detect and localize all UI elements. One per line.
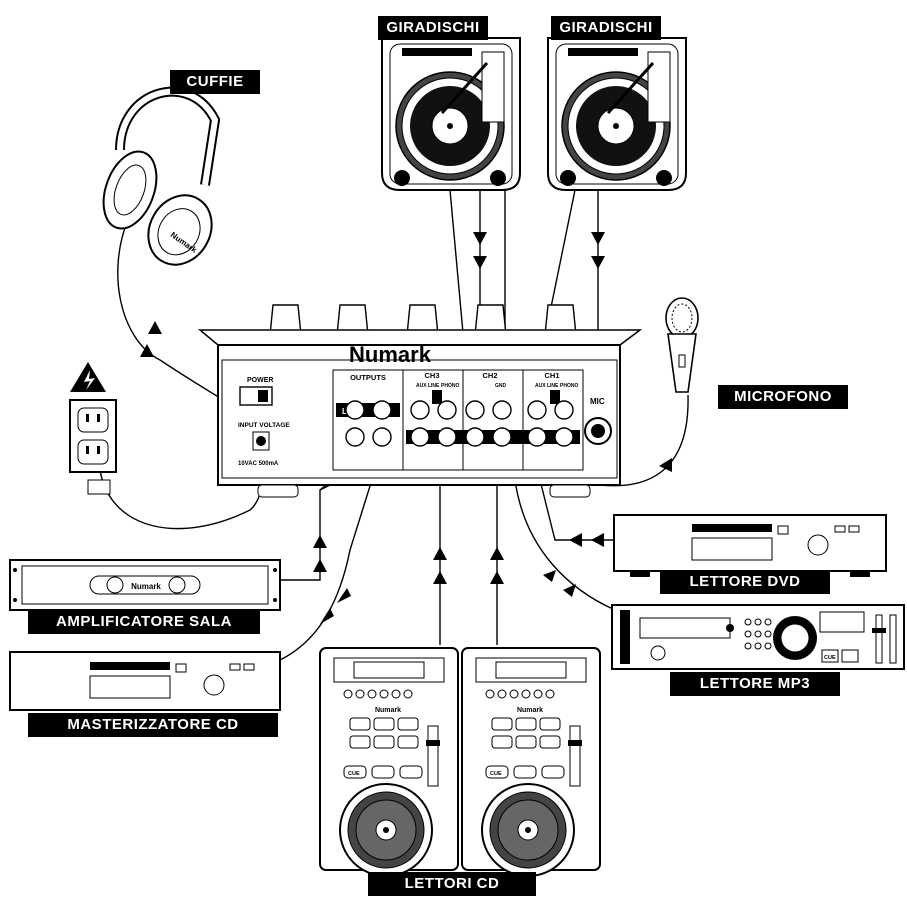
cd-burner-cable bbox=[279, 469, 376, 661]
cd-player-1: Numark CUE bbox=[319, 647, 459, 877]
arrow-marker bbox=[148, 321, 162, 334]
arrow-marker bbox=[659, 458, 672, 472]
microphone-label: MICROFONO bbox=[718, 385, 848, 409]
arrow-marker bbox=[140, 344, 154, 357]
rca-jack bbox=[554, 400, 574, 420]
headphones-illustration: Numark bbox=[102, 86, 221, 266]
cd-burner-label: MASTERIZZATORE CD bbox=[28, 713, 278, 737]
mp3-cable bbox=[514, 479, 616, 611]
ch3-line-phono-switch[interactable] bbox=[432, 390, 442, 404]
microphone-illustration bbox=[665, 297, 699, 393]
mixer: Numark POWER INPUT VOLTAGE 10VAC 500mA O… bbox=[197, 304, 643, 498]
rca-jack bbox=[345, 427, 365, 447]
outputs-label: OUTPUTS bbox=[350, 373, 386, 382]
arrow-marker bbox=[337, 588, 351, 603]
cd-player-2-cue-label: CUE bbox=[490, 771, 502, 777]
arrow-marker bbox=[313, 535, 327, 548]
ch3-label: CH3 bbox=[424, 371, 439, 380]
cd-burner-illustration bbox=[9, 651, 281, 711]
rca-jack bbox=[410, 400, 430, 420]
mp3-cue-label: CUE bbox=[824, 655, 836, 661]
arrow-marker bbox=[313, 559, 327, 572]
rca-jack bbox=[554, 427, 574, 447]
arrow-marker bbox=[543, 570, 556, 582]
rca-jack bbox=[437, 427, 457, 447]
power-outlet bbox=[69, 362, 117, 495]
ch3-phono-label: PHONO bbox=[441, 383, 459, 389]
ch2-gnd-label: GND bbox=[495, 383, 507, 389]
mixer-brand: Numark bbox=[349, 342, 432, 367]
arrow-marker bbox=[433, 571, 447, 584]
headphones-label: CUFFIE bbox=[170, 70, 260, 94]
amplifier-brand: Numark bbox=[131, 582, 161, 591]
rca-jack bbox=[372, 400, 392, 420]
turntable-right-label: GIRADISCHI bbox=[551, 16, 661, 40]
arrow-marker bbox=[473, 256, 487, 269]
ch1-label: CH1 bbox=[544, 371, 559, 380]
ch3-aux-line-label: AUX LINE bbox=[416, 383, 440, 389]
mp3-player-illustration: CUE bbox=[611, 604, 905, 670]
ch2-label: CH2 bbox=[482, 371, 497, 380]
arrow-marker bbox=[563, 584, 576, 597]
cd-player-1-brand: Numark bbox=[375, 707, 401, 714]
amplifier-label: AMPLIFICATORE SALA bbox=[28, 610, 260, 634]
signal-arrows bbox=[140, 232, 672, 624]
arrow-marker bbox=[591, 232, 605, 245]
turntable-right bbox=[547, 37, 687, 191]
cd-player-1-cue-label: CUE bbox=[348, 771, 360, 777]
ch1-phono-label: PHONO bbox=[560, 383, 578, 389]
right-channel-marker: R bbox=[559, 434, 565, 443]
power-label: POWER bbox=[247, 377, 273, 384]
arrow-marker bbox=[473, 232, 487, 245]
cd-player-2-brand: Numark bbox=[517, 707, 543, 714]
cd-players-label: LETTORI CD bbox=[368, 872, 536, 896]
arrow-marker bbox=[569, 533, 582, 547]
rca-jack bbox=[465, 400, 485, 420]
dvd-player-illustration bbox=[613, 514, 887, 577]
arrow-marker bbox=[490, 571, 504, 584]
voltage-rating-label: 10VAC 500mA bbox=[238, 461, 279, 467]
rca-jack bbox=[527, 400, 547, 420]
arrow-marker bbox=[320, 608, 334, 624]
rca-jack bbox=[437, 400, 457, 420]
arrow-marker bbox=[433, 547, 447, 560]
mp3-label: LETTORE MP3 bbox=[670, 672, 840, 696]
amplifier-illustration: Numark bbox=[9, 559, 281, 611]
rca-jack bbox=[372, 427, 392, 447]
rca-jack bbox=[410, 427, 430, 447]
rca-jack bbox=[527, 427, 547, 447]
dvd-label: LETTORE DVD bbox=[660, 570, 830, 594]
turntable-left bbox=[381, 37, 521, 191]
input-voltage-label: INPUT VOLTAGE bbox=[238, 422, 290, 429]
cables bbox=[99, 189, 689, 661]
ch1-aux-line-label: AUX LINE bbox=[535, 383, 559, 389]
rca-jacks bbox=[345, 400, 574, 447]
arrow-marker bbox=[490, 547, 504, 560]
rca-jack bbox=[492, 427, 512, 447]
rca-jack bbox=[345, 400, 365, 420]
turntable-left-label: GIRADISCHI bbox=[378, 16, 488, 40]
mic-input-label: MIC bbox=[590, 397, 605, 406]
rca-jack bbox=[465, 427, 485, 447]
left-channel-marker: L bbox=[342, 407, 347, 416]
rca-jack bbox=[492, 400, 512, 420]
arrow-marker bbox=[591, 533, 604, 547]
arrow-marker bbox=[591, 256, 605, 269]
cd-player-2: Numark CUE bbox=[461, 647, 601, 877]
ch1-line-phono-switch[interactable] bbox=[550, 390, 560, 404]
